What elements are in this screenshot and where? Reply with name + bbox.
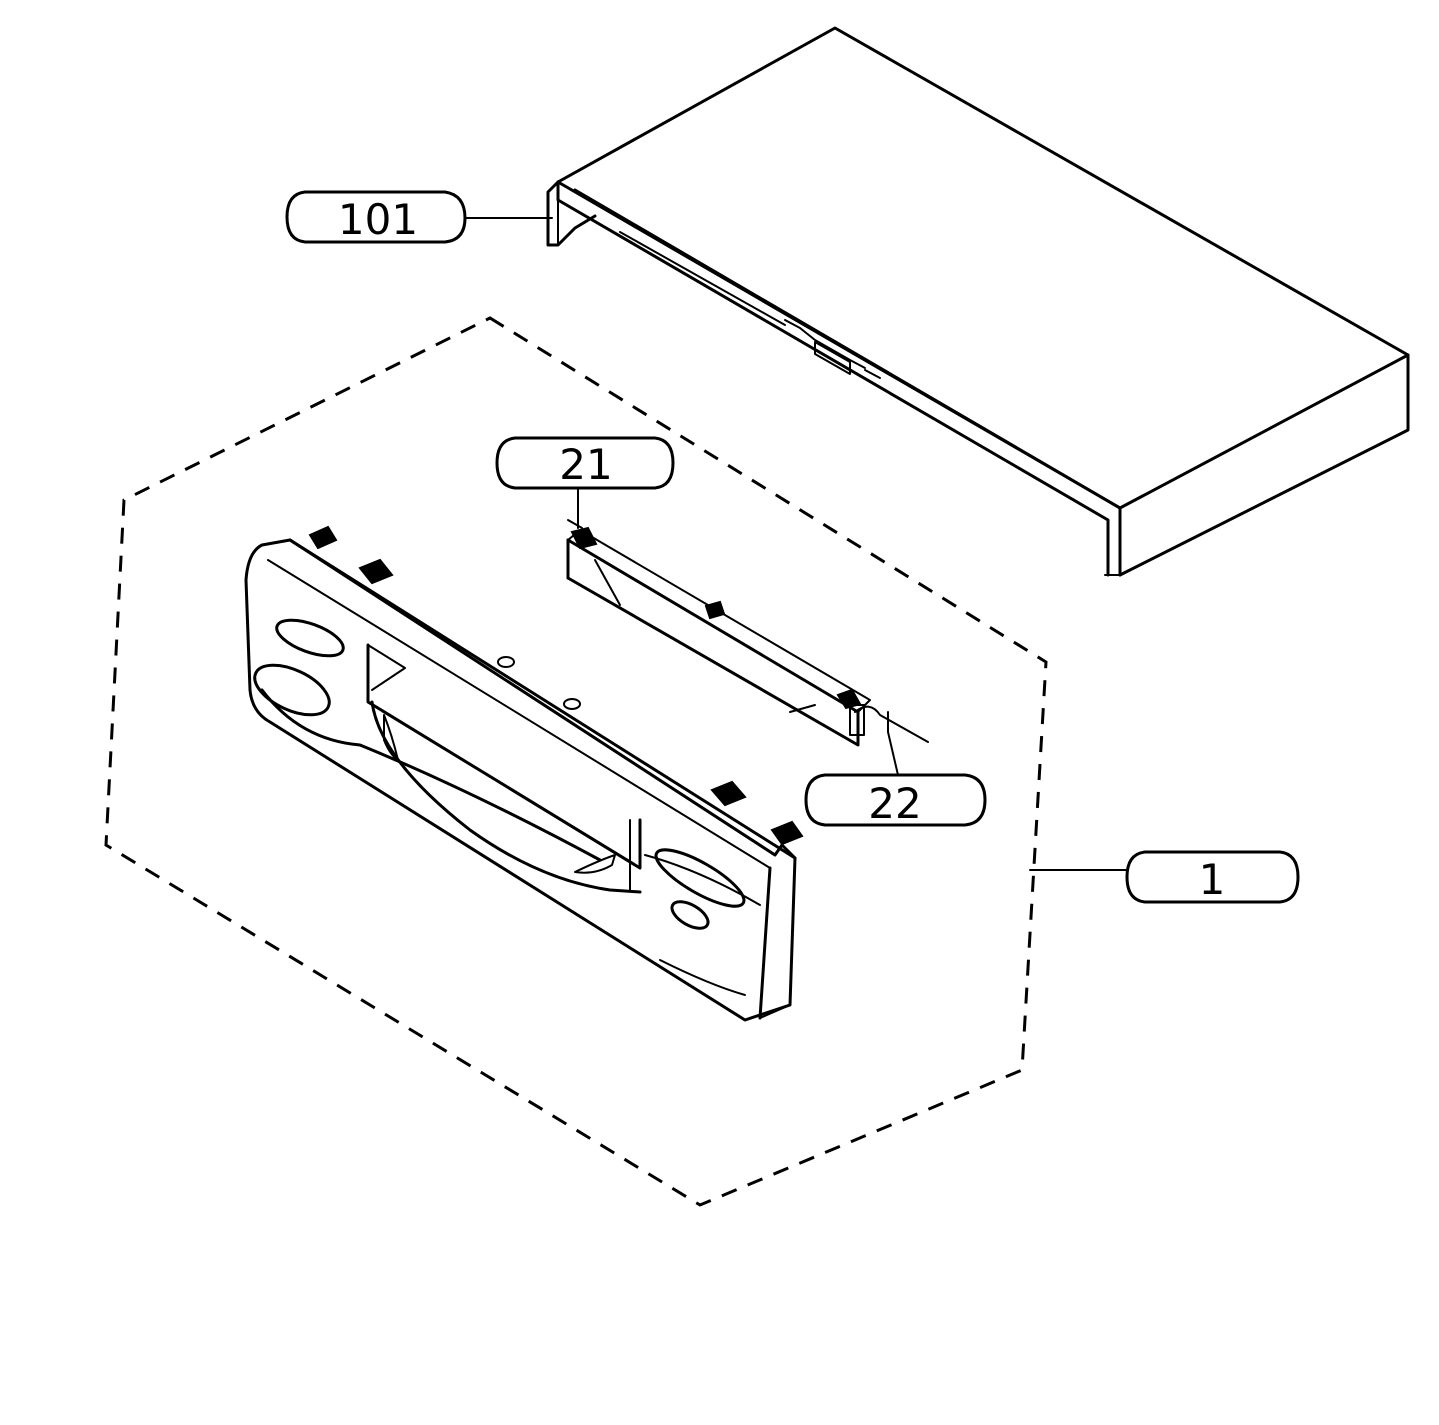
callout-101-label: 101: [338, 195, 418, 244]
callout-21: 21: [495, 436, 675, 490]
leader-22: [887, 711, 899, 776]
assembly-boundary: [104, 316, 1048, 1207]
callout-21-label: 21: [559, 440, 612, 489]
callout-22-label: 22: [868, 779, 921, 828]
callout-1-label: 1: [1199, 855, 1226, 904]
callout-101: 101: [285, 190, 467, 244]
front-panel-part: [244, 525, 804, 1022]
callout-1: 1: [1125, 850, 1300, 904]
top-cover-part: [546, 26, 1410, 577]
spring-part: [567, 519, 929, 743]
window-part: [566, 526, 871, 747]
callout-22: 22: [804, 773, 987, 828]
